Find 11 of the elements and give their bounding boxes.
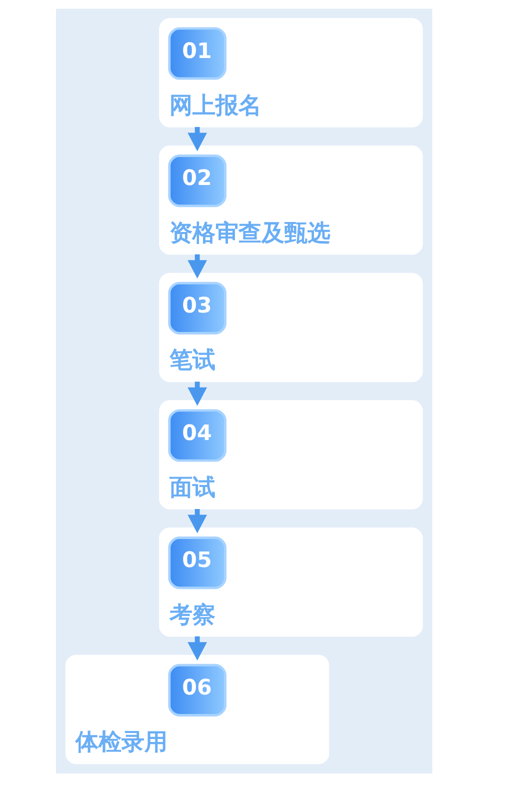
node-box: 05 <box>168 536 226 590</box>
node-box: 02 <box>168 154 226 208</box>
arrow <box>187 509 206 534</box>
arrow <box>187 636 206 661</box>
arrow <box>187 127 206 152</box>
node-box: 04 <box>168 409 226 462</box>
node-box: 01 <box>168 27 226 80</box>
arrow <box>187 254 206 279</box>
node-box: 06 <box>168 664 226 716</box>
arrow <box>187 382 206 406</box>
node-box: 03 <box>168 282 226 334</box>
